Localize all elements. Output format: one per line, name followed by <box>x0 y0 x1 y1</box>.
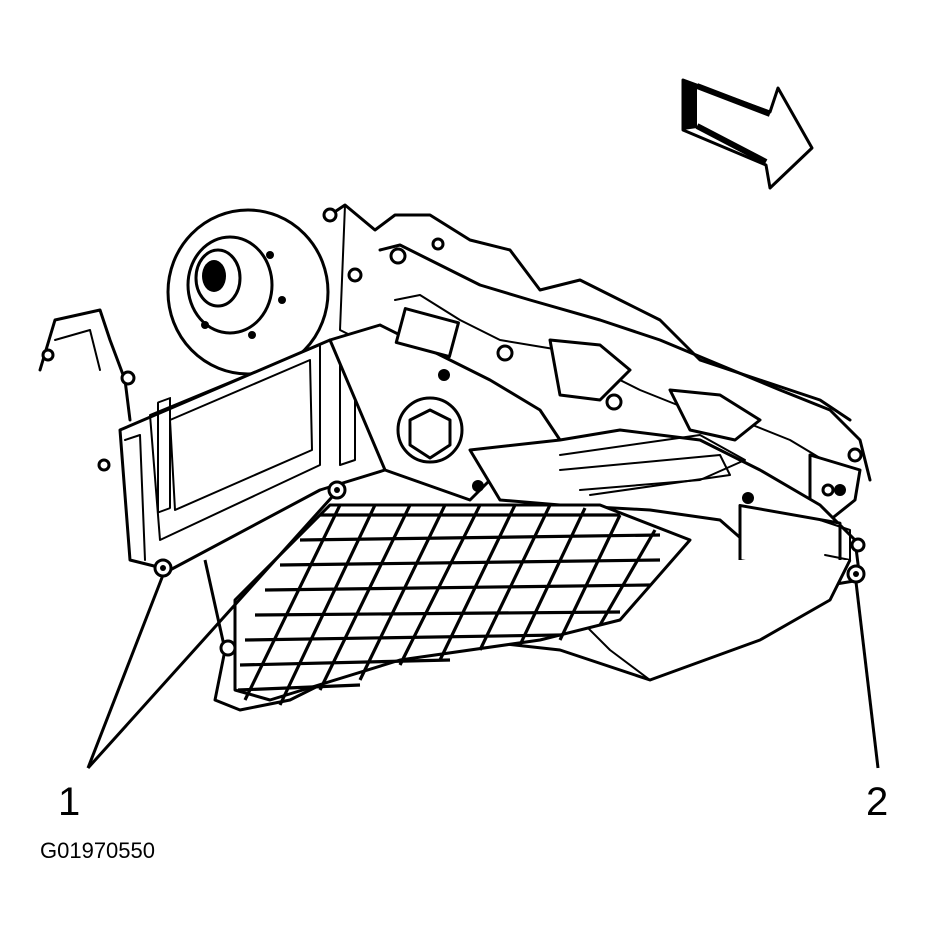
pan-bolt <box>850 537 866 553</box>
figure-id: G01970550 <box>40 838 155 863</box>
callout-label-1: 1 <box>58 780 80 824</box>
forward-arrow-icon <box>681 78 814 190</box>
callout-label-2: 2 <box>866 780 888 824</box>
leader-lines <box>86 495 880 770</box>
baffle-grid <box>233 503 692 706</box>
crankshaft-pulley <box>166 208 330 376</box>
engine-block <box>38 203 872 522</box>
pan-bolt <box>219 639 237 657</box>
